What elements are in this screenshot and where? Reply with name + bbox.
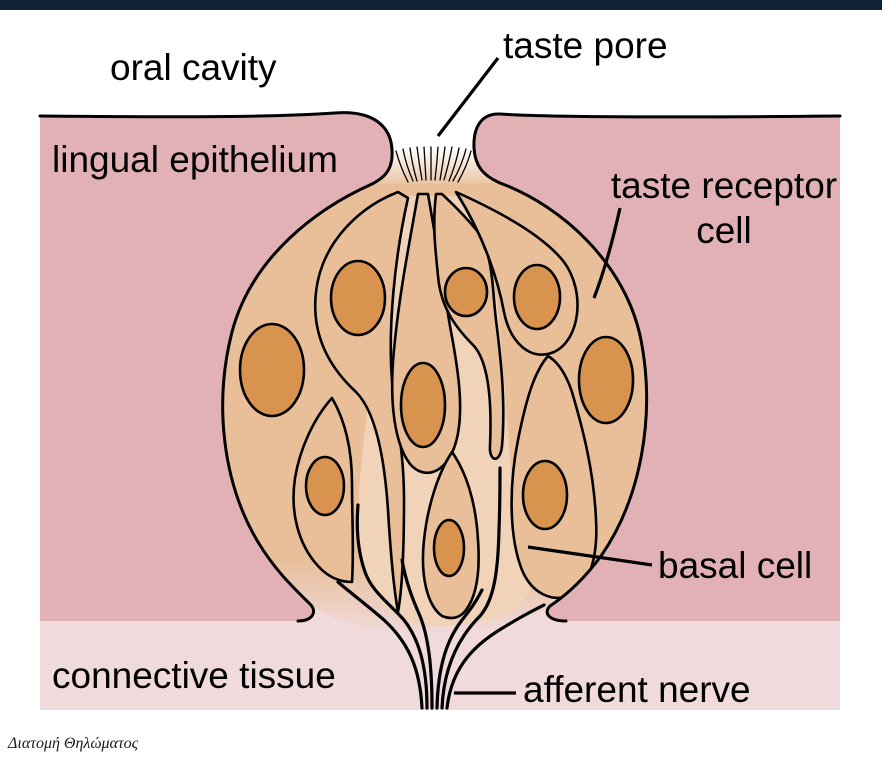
microvillus — [416, 146, 423, 181]
label-lingual-epithelium: lingual epithelium — [52, 139, 338, 180]
lingual-epithelium-left — [40, 112, 393, 622]
nerve-fiber — [435, 588, 484, 710]
taste-receptor-cell-leader-line — [592, 207, 622, 299]
microvillus — [434, 146, 439, 181]
label-taste-receptor-cell-line-2: cell — [696, 210, 752, 251]
microvillus — [402, 148, 414, 182]
nucleus — [521, 459, 569, 531]
microvillus — [395, 150, 409, 183]
nucleus — [304, 455, 346, 517]
label-connective-tissue: connective tissue — [52, 655, 336, 696]
top-bar — [0, 0, 882, 10]
nucleus — [329, 259, 387, 337]
label-taste-receptor-cell-line-1: taste receptor — [611, 165, 837, 206]
nucleus — [399, 361, 447, 449]
label-oral-cavity: oral cavity — [110, 47, 277, 88]
nucleus — [512, 263, 562, 331]
microvillus — [452, 148, 467, 182]
microvillus — [409, 147, 418, 182]
nerve-fiber — [400, 558, 434, 710]
afferent-nerve-fibers — [336, 466, 546, 710]
basal-cell-leader-line — [527, 545, 653, 567]
cell-nuclei — [238, 259, 635, 578]
microvillus — [457, 150, 472, 183]
microvillus — [448, 147, 460, 182]
lingual-epithelium-right — [473, 113, 840, 621]
nucleus — [238, 322, 306, 418]
microvillus — [443, 146, 453, 181]
microvilli — [395, 146, 472, 183]
nerve-fiber — [440, 466, 502, 710]
figure-caption: Διατομή Θηλώματος — [8, 735, 139, 752]
nerve-fiber — [445, 603, 546, 710]
taste-pore-leader-line — [436, 57, 500, 137]
nucleus — [443, 266, 489, 318]
nucleus — [577, 335, 635, 425]
epithelium-outline-right — [472, 112, 842, 623]
microvillus — [423, 146, 427, 181]
nucleus — [432, 518, 466, 578]
nerve-fiber — [336, 580, 424, 710]
microvillus — [439, 146, 446, 181]
epithelium-outline-left — [38, 111, 394, 623]
label-basal-cell: basal cell — [658, 545, 812, 586]
nerve-fiber — [355, 503, 429, 710]
label-taste-pore: taste pore — [503, 25, 668, 66]
label-afferent-nerve: afferent nerve — [523, 669, 751, 710]
